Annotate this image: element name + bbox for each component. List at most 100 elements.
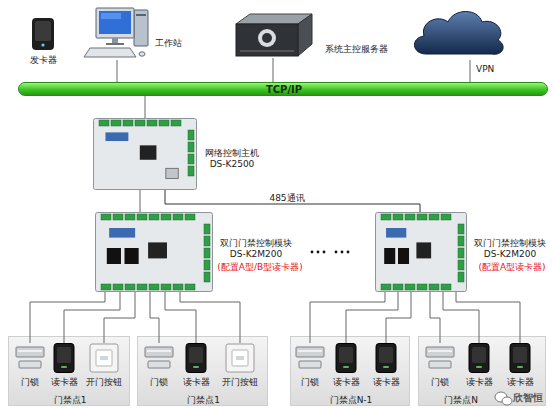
icon-shape — [185, 214, 195, 220]
icon-shape — [458, 260, 464, 270]
icon-shape — [469, 344, 489, 373]
device-label: VPN — [476, 64, 506, 75]
icon-shape — [517, 366, 523, 368]
icon-shape — [336, 344, 356, 373]
pc-icon — [84, 6, 150, 60]
device-label: 读卡器 — [172, 377, 220, 388]
board-icon — [93, 118, 197, 190]
door-point: 门禁点N-1门锁读卡器读卡器 — [290, 336, 410, 406]
icon-shape — [123, 120, 133, 126]
bus-label: TCP/IP — [19, 84, 549, 95]
icon-shape — [134, 10, 148, 46]
icon-shape — [204, 248, 210, 258]
icon-shape — [159, 120, 169, 126]
icon-shape — [101, 284, 111, 290]
icon-shape — [139, 52, 145, 56]
icon-shape — [173, 284, 183, 290]
icon-shape — [429, 214, 439, 220]
device-label: 双门门禁控制模块 DS-K2M200 — [216, 238, 296, 260]
wire — [145, 96, 146, 118]
device-label: 网络控制主机 DS-K2500 — [200, 148, 264, 170]
icon-shape — [232, 350, 248, 366]
wire — [30, 292, 105, 343]
icon-shape — [393, 284, 403, 290]
icon-shape — [513, 347, 527, 363]
icon-shape — [101, 214, 111, 220]
ellipsis-dot — [341, 251, 344, 254]
icon-shape — [510, 344, 530, 373]
door-point: 门禁点1门锁读卡器开门按钮 — [137, 336, 268, 406]
icon-shape — [41, 43, 44, 46]
icon-shape — [101, 13, 121, 19]
network-bus: TCP/IP — [18, 82, 548, 96]
icon-shape — [137, 284, 147, 290]
wire — [117, 60, 118, 82]
device-label: 系统主控服务器 — [316, 44, 396, 55]
icon-shape — [100, 356, 108, 360]
edge-label: 485通讯 — [262, 193, 312, 204]
icon-shape — [96, 8, 134, 38]
icon-shape — [458, 224, 464, 234]
icon-shape — [90, 344, 118, 372]
icon-shape — [96, 213, 213, 292]
icon-shape — [125, 284, 135, 290]
icon-shape — [145, 347, 173, 357]
exit-button: 开门按钮 — [225, 343, 255, 373]
icon-shape — [236, 24, 298, 56]
ellipsis-dot — [335, 251, 338, 254]
icon-shape — [381, 214, 391, 220]
icon-shape — [204, 236, 210, 246]
icon-shape — [61, 366, 67, 368]
icon-shape — [458, 272, 464, 282]
icon-shape — [161, 284, 171, 290]
door-point-label: 门禁点N — [431, 395, 491, 406]
card-reader: 读卡器 — [509, 343, 531, 373]
icon-shape — [94, 119, 197, 190]
device-label: 门锁 — [286, 377, 334, 388]
card-reader: 读卡器 — [335, 343, 357, 373]
icon-shape — [258, 29, 276, 47]
icon-shape — [149, 284, 159, 290]
wire — [443, 292, 479, 343]
icon-shape — [84, 48, 136, 57]
icon-shape — [339, 347, 353, 363]
device-label: 读卡器 — [362, 377, 410, 388]
icon-shape — [140, 145, 157, 159]
door-point-label: 门禁点1 — [138, 395, 269, 406]
icon-shape — [426, 347, 454, 357]
card-issuer: 发卡器 — [30, 16, 56, 52]
icon-shape — [113, 284, 123, 290]
card-reader: 读卡器 — [468, 343, 490, 373]
icon-shape — [188, 130, 194, 140]
icon-shape — [376, 344, 396, 373]
card-reader: 读卡器 — [185, 343, 207, 373]
icon-shape — [414, 12, 503, 55]
ellipsis-dot — [347, 251, 350, 254]
icon-shape — [188, 166, 194, 176]
icon-shape — [166, 168, 178, 178]
icon-shape — [137, 214, 147, 220]
button-icon — [89, 343, 119, 373]
cloud-icon — [408, 4, 508, 60]
icon-shape — [111, 120, 121, 126]
wire — [456, 292, 520, 343]
icon-shape — [171, 120, 181, 126]
icon-shape — [35, 21, 51, 41]
device-label: 开门按钮 — [216, 377, 264, 388]
icon-shape — [343, 366, 349, 368]
reader-icon — [509, 343, 531, 373]
icon-shape — [186, 344, 206, 373]
icon-shape — [193, 366, 199, 368]
device-label: 读卡器 — [40, 377, 88, 388]
device-label: 读卡器 — [455, 377, 503, 388]
icon-shape — [398, 248, 409, 264]
icon-shape — [298, 14, 312, 56]
icon-shape — [429, 361, 451, 368]
icon-shape — [416, 242, 431, 258]
door-lock: 门锁 — [295, 343, 325, 373]
wire — [470, 60, 471, 82]
icon-shape — [405, 214, 415, 220]
icon-shape — [135, 120, 145, 126]
door-point-label: 门禁点1 — [9, 395, 131, 406]
icon-shape — [204, 272, 210, 282]
